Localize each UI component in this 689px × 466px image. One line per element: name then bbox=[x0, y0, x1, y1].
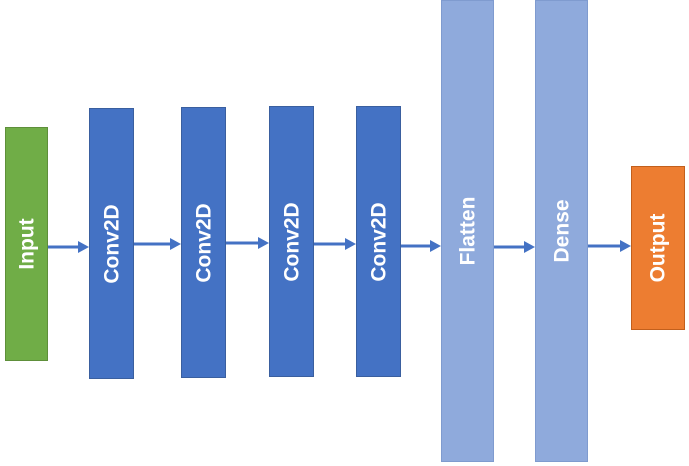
arrow-shaft bbox=[494, 245, 526, 249]
output-layer-label: Output bbox=[646, 213, 670, 283]
arrow-head bbox=[78, 241, 89, 253]
arrow-shaft bbox=[134, 242, 172, 246]
dense-layer-label: Dense bbox=[550, 199, 573, 263]
arrow-head bbox=[524, 241, 535, 253]
arrow-conv2-to-conv3 bbox=[226, 236, 269, 250]
arrow-head bbox=[345, 238, 356, 250]
input-layer-block: Input bbox=[5, 127, 48, 361]
arrow-shaft bbox=[48, 245, 80, 249]
conv2d-layer-4-block: Conv2D bbox=[356, 106, 401, 377]
arrow-shaft bbox=[588, 244, 622, 248]
arrow-head bbox=[258, 237, 269, 249]
arrow-conv4-to-flatten bbox=[401, 239, 441, 253]
conv2d-layer-1-block: Conv2D bbox=[89, 108, 134, 379]
conv2d-layer-4-label: Conv2D bbox=[367, 201, 390, 282]
conv2d-layer-3-block: Conv2D bbox=[269, 106, 314, 377]
flatten-layer-block: Flatten bbox=[441, 0, 494, 462]
output-layer-block: Output bbox=[631, 166, 685, 330]
conv2d-layer-2-label: Conv2D bbox=[192, 202, 215, 283]
arrow-head bbox=[620, 240, 631, 252]
conv2d-layer-3-label: Conv2D bbox=[280, 201, 303, 282]
arrow-shaft bbox=[226, 241, 260, 245]
arrow-head bbox=[430, 240, 441, 252]
input-layer-label: Input bbox=[15, 218, 38, 270]
arrow-conv3-to-conv4 bbox=[314, 237, 356, 251]
conv2d-layer-2-block: Conv2D bbox=[181, 107, 226, 378]
arrow-shaft bbox=[314, 242, 347, 246]
flatten-layer-label: Flatten bbox=[456, 196, 479, 266]
arrow-conv1-to-conv2 bbox=[134, 237, 181, 251]
arrow-head bbox=[170, 238, 181, 250]
arrow-dense-to-output bbox=[588, 239, 631, 253]
dense-layer-block: Dense bbox=[535, 0, 588, 462]
arrow-flatten-to-dense bbox=[494, 240, 535, 254]
arrow-shaft bbox=[401, 244, 432, 248]
arrow-input-to-conv1 bbox=[48, 240, 89, 254]
conv2d-layer-1-label: Conv2D bbox=[100, 203, 123, 284]
